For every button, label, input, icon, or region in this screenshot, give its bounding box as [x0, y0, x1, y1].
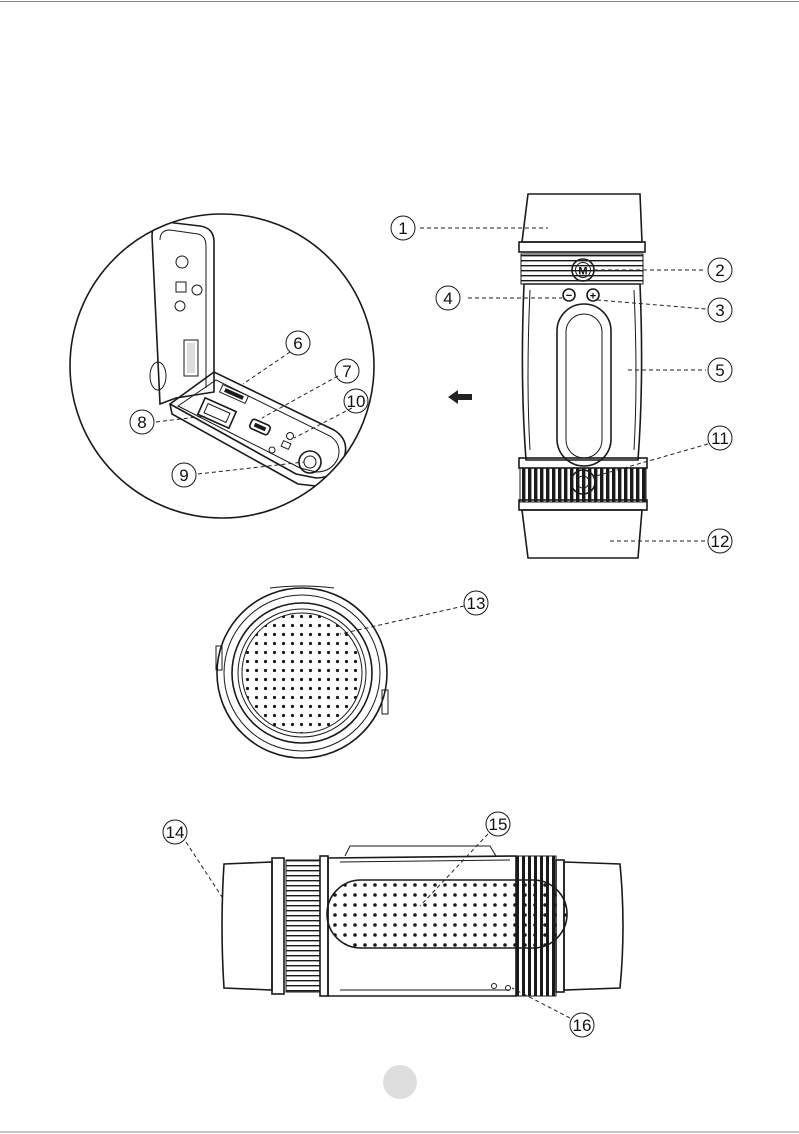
right-ribbed-section: [516, 856, 556, 996]
callout-14: 14: [163, 820, 187, 844]
detail-circle: [70, 214, 374, 518]
callout-9: 9: [172, 463, 196, 487]
strap-slot: [557, 304, 611, 466]
plus-button-label: +: [590, 291, 596, 303]
speaker-end-view: [216, 586, 388, 758]
mic-hole: [492, 984, 497, 989]
flap-peg: [176, 256, 188, 268]
mode-button[interactable]: M: [572, 259, 594, 281]
callout-8: 8: [130, 410, 154, 434]
direction-arrow: [448, 390, 472, 404]
callout-9-label: 9: [179, 466, 188, 485]
callout-7: 7: [335, 359, 359, 383]
left-ribbed-ring: [286, 860, 320, 992]
callout-4: 4: [436, 286, 460, 310]
callout-14-label: 14: [166, 823, 185, 842]
callout-5: 5: [708, 358, 732, 382]
callout-16-label: 16: [573, 1016, 592, 1035]
callout-6: 6: [286, 331, 310, 355]
callout-7-label: 7: [342, 362, 351, 381]
charge-led: [287, 433, 294, 440]
speaker-grille: [242, 613, 362, 733]
port-cover-flap: [152, 222, 214, 404]
callout-15-label: 15: [489, 815, 508, 834]
bottom-ribbed-band: [520, 468, 646, 502]
callout-12: 12: [708, 529, 732, 553]
port-detail-view: [70, 214, 374, 518]
callout-11: 11: [708, 426, 732, 450]
callout-6-label: 6: [293, 334, 302, 353]
top-cap: [522, 194, 642, 242]
minus-button-label: −: [566, 290, 572, 302]
callout-2: 2: [708, 258, 732, 282]
main-body: [522, 284, 641, 460]
right-cap: [564, 862, 623, 990]
callout-16: 16: [570, 1013, 594, 1037]
callout-3-label: 3: [715, 301, 724, 320]
callout-3: 3: [708, 298, 732, 322]
callout-10-label: 10: [347, 392, 366, 411]
callout-8-label: 8: [137, 413, 146, 432]
callout-2-label: 2: [715, 261, 724, 280]
callout-13-label: 13: [467, 594, 486, 613]
aux-jack: [299, 451, 321, 473]
minus-button[interactable]: −: [563, 289, 575, 302]
callout-12-label: 12: [711, 532, 730, 551]
callout-13: 13: [464, 591, 488, 615]
bottom-cap: [522, 510, 642, 558]
callout-1-label: 1: [398, 219, 407, 238]
page-marker: [383, 1065, 417, 1099]
front-view: M − +: [519, 194, 647, 558]
mode-button-label: M: [578, 266, 587, 278]
left-cap: [222, 862, 272, 990]
callout-10: 10: [344, 389, 368, 413]
callout-1: 1: [391, 216, 415, 240]
callout-11-label: 11: [711, 429, 729, 448]
side-view: [222, 846, 623, 996]
callout-5-label: 5: [715, 361, 724, 380]
callout-15: 15: [486, 812, 510, 836]
callout-4-label: 4: [443, 289, 452, 308]
